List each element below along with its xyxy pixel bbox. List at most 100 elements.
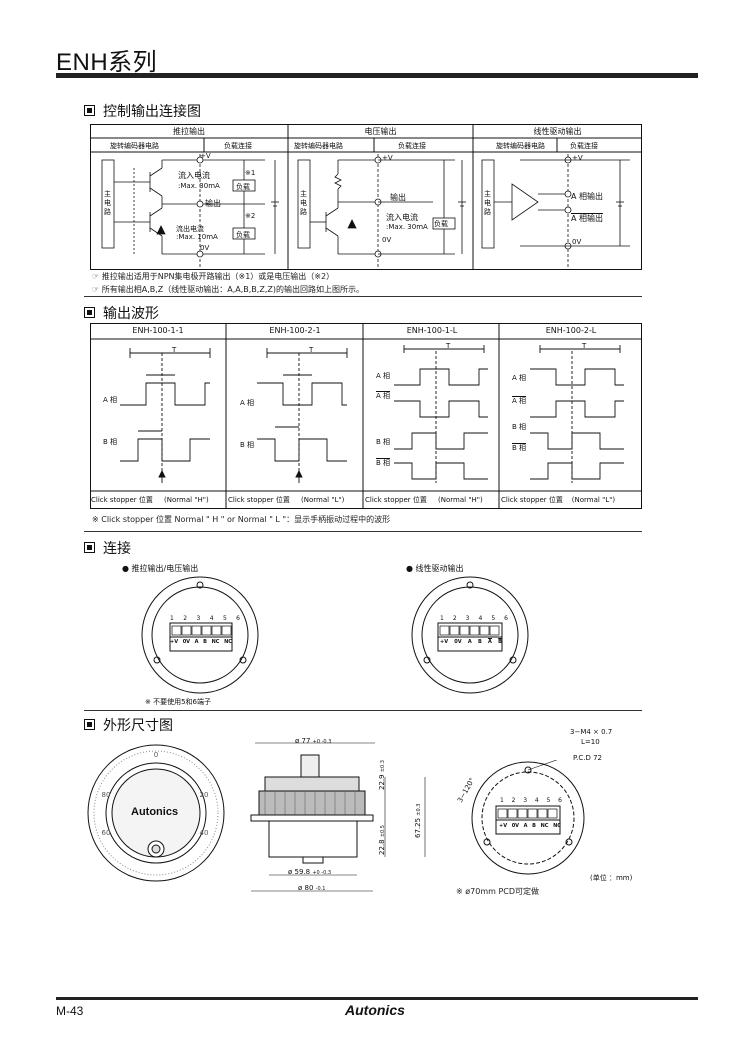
pin-number: 3 [465,615,470,622]
col2-out-label: 输出 [390,193,406,202]
pin-number: 3 [196,615,201,622]
pin-label: A [523,823,528,829]
wave4-bbar-phase: B 相 [512,444,527,452]
wave4-period-T: T [582,342,587,350]
dim-d77-value: ø 77 [295,737,311,745]
pin-label: B [532,823,536,829]
wave4-b-phase: B 相 [512,423,527,431]
sec1-note-2-text: 所有输出相A,B,Z（线性驱动输出：A,A,B,B,Z,Z)的输出回路如上图所示… [101,285,364,294]
linedriver-label: ● 线性驱动输出 [406,564,464,573]
pin-label: A [488,639,492,645]
click-stopper-label: Click stopper [91,496,137,504]
pin-number: 4 [209,615,214,622]
square-bullet-icon [84,542,95,553]
pin-number: 1 [500,797,504,804]
normal-state-label: (Normal "L") [571,496,616,504]
rear-view-drawing [471,760,585,875]
sec3-note: ※ 不要使用5和6端子 [145,698,211,706]
dim-d80: ø 80 -0.1 [298,884,325,892]
dim-d59: ø 59.8 +0 -0.3 [288,868,331,876]
section-title-text: 控制输出连接图 [103,104,201,120]
pin-label: B [498,639,502,645]
footer-brand-logo: Autonics [345,1002,405,1018]
pin-label: NC [211,639,220,645]
col1-load1: 负载 [236,183,250,191]
col1-sub-right: 负载连接 [224,142,252,150]
dim-h6725-tol: ±0.3 [416,803,422,816]
pin-label: +V [170,639,179,645]
pin-number: 3 [523,797,528,804]
col2-vplus: +V [382,154,393,162]
section-title-text: 连接 [103,541,131,557]
col3-vplus: +V [572,154,583,162]
sec1-note-1: ☞ 推拉输出适用于NPN集电极开路输出（※1）或是电压输出（※2） [92,272,335,281]
connector-linedriver [411,576,529,694]
pin-label: 0V [454,639,462,645]
wave2-bottom: Click stopper 位置 (Normal "L") [228,495,344,505]
pin-number: 4 [478,615,483,622]
dim-d77-tol: +0 -0.3 [312,739,332,745]
pcd-note: ※ ø70mm PCD可定做 [456,887,540,896]
waveform-table [90,323,642,509]
col1-zero-v: 0V [200,244,210,252]
model-4-label: ENH-100-2-L [545,326,597,335]
wave1-period-T: T [172,346,177,354]
pin-number: 5 [546,797,551,804]
position-label: 位置 [138,496,153,504]
svg-text:20: 20 [200,791,209,799]
col2-sub-left: 旋转编码器电路 [294,142,343,150]
pin-number: 1 [170,615,174,622]
pin-label: B [203,639,207,645]
col2-zero-v: 0V [382,236,392,244]
side-view-drawing [250,742,426,892]
wave2-period-T: T [309,346,314,354]
wave4-a-phase: A 相 [512,374,527,382]
svg-text:80: 80 [102,791,111,799]
sec1-note-2: ☞ 所有输出相A,B,Z（线性驱动输出：A,A,B,B,Z,Z)的输出回路如上图… [92,285,364,294]
col2-main-circuit: 主电路 [300,190,307,216]
pin-label: A [194,639,199,645]
col2-load: 负载 [434,220,448,228]
col1-title: 推拉输出 [173,127,205,136]
pin-number: 6 [558,797,562,804]
wave1-bottom: Click stopper 位置 (Normal "H") [91,495,209,505]
dim-d77: ø 77 +0 -0.3 [295,737,331,745]
dim-pcd: P.C.D 72 [573,754,602,762]
footer-rule [56,997,698,1000]
dim-d59-value: ø 59.8 [288,868,311,876]
dim-l10: L=10 [581,738,600,746]
square-bullet-icon [84,719,95,730]
pushpull-label: ● 推拉输出/电压输出 [122,564,199,573]
dim-d80-tol: -0.1 [315,886,326,892]
pin-number: 6 [504,615,508,622]
section-title-waveform: 输出波形 [84,303,159,323]
col3-abar-out: A 相输出 [571,214,604,223]
pin-number: 4 [534,797,539,804]
pin-label: +V [499,823,508,829]
col2-title: 电压输出 [364,127,397,136]
col1-out-label: 输出 [205,199,221,208]
section-title-output-connection: 控制输出连接图 [84,101,201,121]
section-rule [84,296,642,297]
dim-h229: 22.9 ±0.3 [378,760,386,790]
normal-state-label: (Normal "H") [164,496,209,504]
col1-main-circuit: 主电路 [104,190,111,216]
dim-h6725-value: 67.25 [414,817,422,838]
pin-label: 0V [182,639,191,645]
dim-d59-tol: +0 -0.3 [312,870,332,876]
svg-text:40: 40 [200,829,209,837]
position-label: 位置 [412,496,427,504]
section-rule [84,531,642,532]
col1-mark2: ※2 [245,212,256,220]
section-title-dimensions: 外形尺寸图 [84,715,173,735]
wave3-bbar-phase: B 相 [376,459,391,467]
col3-main-circuit: 主电路 [484,190,491,216]
normal-state-label: (Normal "L") [301,496,345,504]
section-title-connection: 连接 [84,538,131,558]
brand-logo-front: Autonics [131,806,179,818]
square-bullet-icon [84,105,95,116]
normal-state-label: (Normal "H") [438,496,483,504]
